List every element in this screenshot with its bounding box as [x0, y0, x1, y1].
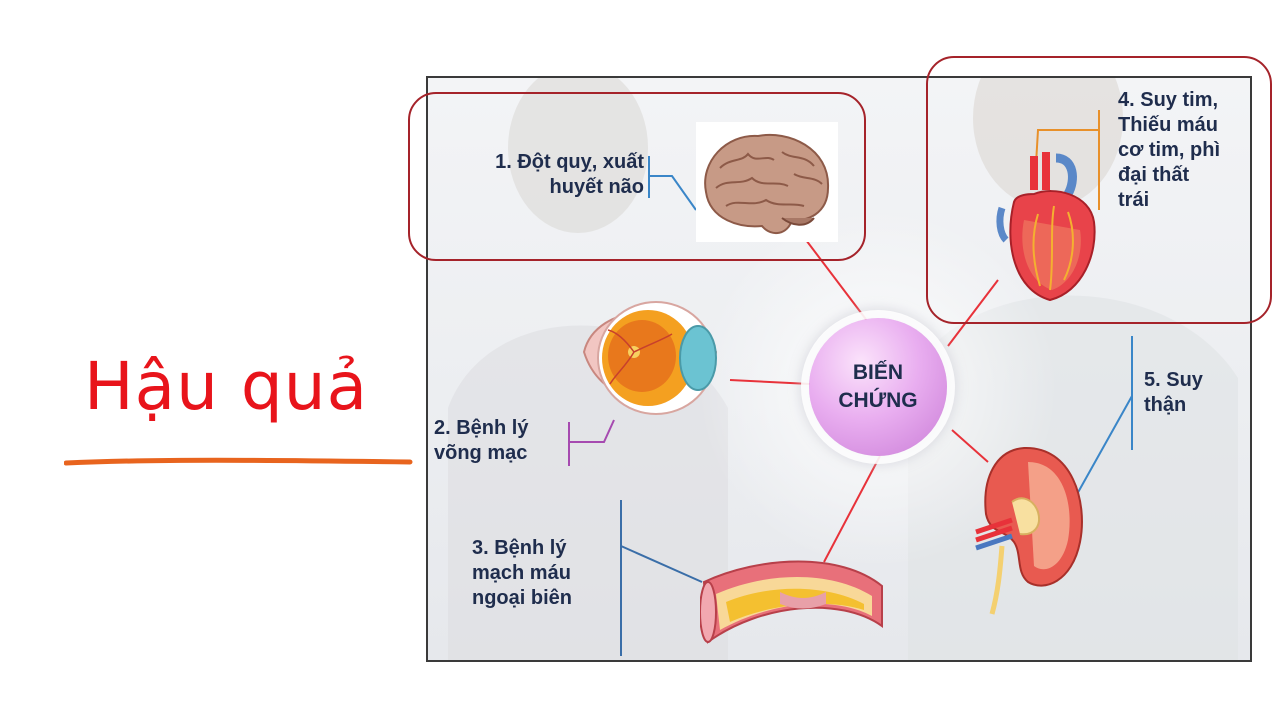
blood-vessel-icon	[700, 560, 883, 644]
label-kidney: 5. Suy thận	[1144, 369, 1203, 416]
center-label-line1: BIẾN	[852, 361, 904, 384]
label-heart: 4. Suy tim, Thiếu máu cơ tim, phì đại th…	[1118, 89, 1221, 211]
highlight-box-heart	[926, 56, 1272, 324]
title-underline	[64, 457, 413, 466]
kidney-icon	[975, 446, 1083, 615]
center-label-line2: CHỨNG	[838, 389, 918, 412]
heart-icon	[996, 152, 1096, 302]
label-stroke: 1. Đột quỵ, xuất huyết não	[495, 151, 644, 198]
slide-title: Hậu quả	[84, 348, 369, 425]
center-node-bien-chung: BIẾN CHỨNG	[809, 318, 947, 456]
complications-diagram: BIẾN CHỨNG 1. Đột quỵ, xuất huyết não 2.…	[426, 76, 1252, 662]
highlight-box-stroke	[408, 92, 866, 261]
label-vascular: 3. Bệnh lý mạch máu ngoại biên	[472, 537, 572, 609]
eye-icon	[582, 301, 718, 415]
brain-icon	[696, 122, 838, 242]
label-retina: 2. Bệnh lý võng mạc	[434, 417, 529, 464]
